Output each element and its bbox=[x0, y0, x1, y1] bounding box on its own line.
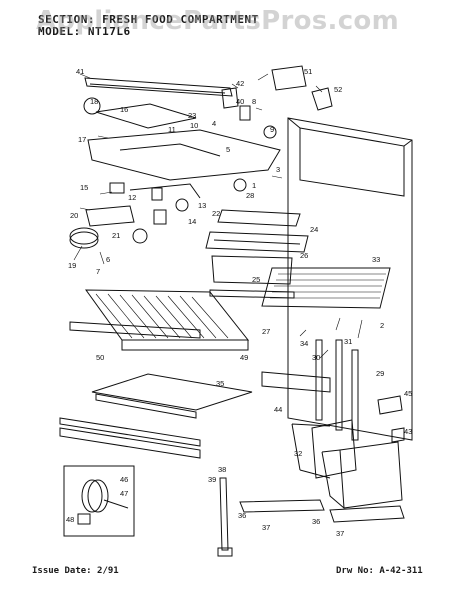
callout-43: 43 bbox=[404, 427, 412, 436]
part-glass-shelf bbox=[217, 209, 301, 227]
callout-1: 1 bbox=[252, 181, 256, 190]
callout-18: 18 bbox=[90, 97, 98, 106]
callout-29: 29 bbox=[376, 369, 384, 378]
callout-11: 11 bbox=[168, 125, 176, 134]
callout-9: 9 bbox=[270, 125, 274, 134]
callout-12: 12 bbox=[128, 193, 136, 202]
callout-26: 26 bbox=[300, 251, 308, 260]
callout-4: 4 bbox=[212, 119, 216, 128]
callout-52: 52 bbox=[334, 85, 342, 94]
callout-38: 38 bbox=[218, 465, 226, 474]
watermark-text: AppliancePartsPros.com bbox=[36, 6, 399, 36]
part-bracket-51 bbox=[271, 65, 307, 91]
callout-36b: 36 bbox=[312, 517, 320, 526]
callout-23: 23 bbox=[188, 111, 196, 120]
callout-35: 35 bbox=[216, 379, 224, 388]
part-hinge-52 bbox=[311, 87, 333, 111]
cabinet-liner bbox=[287, 117, 413, 441]
model-number: MODEL: NT17L6 bbox=[38, 25, 131, 38]
callout-15: 15 bbox=[80, 183, 88, 192]
callout-6: 6 bbox=[106, 255, 110, 264]
callout-22: 22 bbox=[212, 209, 220, 218]
part-crisper-36 bbox=[339, 441, 403, 509]
callout-7: 7 bbox=[96, 267, 100, 276]
callout-30: 30 bbox=[312, 353, 320, 362]
callout-42: 42 bbox=[236, 79, 244, 88]
callout-10: 10 bbox=[190, 121, 198, 130]
callout-32: 32 bbox=[294, 449, 302, 458]
callout-37b: 37 bbox=[336, 529, 344, 538]
callout-31: 31 bbox=[344, 337, 352, 346]
part-crisper-32 bbox=[311, 419, 357, 479]
callout-20: 20 bbox=[70, 211, 78, 220]
callout-46: 46 bbox=[120, 475, 128, 484]
callout-25: 25 bbox=[252, 275, 260, 284]
callout-21: 21 bbox=[112, 231, 120, 240]
callout-34: 34 bbox=[300, 339, 308, 348]
callout-27: 27 bbox=[262, 327, 270, 336]
part-rail-cap bbox=[221, 87, 239, 109]
part-door-rail-44 bbox=[261, 371, 331, 393]
callout-17: 17 bbox=[78, 135, 86, 144]
part-top-rail bbox=[84, 77, 233, 97]
callout-49: 49 bbox=[240, 353, 248, 362]
part-glass-shelf-35 bbox=[91, 373, 253, 411]
callout-5: 5 bbox=[226, 145, 230, 154]
callout-14: 14 bbox=[188, 217, 196, 226]
part-crisper-25 bbox=[211, 255, 293, 285]
callout-47: 47 bbox=[120, 489, 128, 498]
callout-51: 51 bbox=[304, 67, 312, 76]
callout-36: 36 bbox=[238, 511, 246, 520]
callout-19: 19 bbox=[68, 261, 76, 270]
callout-37: 37 bbox=[262, 523, 270, 532]
part-shelf-frame-24 bbox=[205, 231, 309, 253]
callout-33: 33 bbox=[372, 255, 380, 264]
callout-48: 48 bbox=[66, 515, 74, 524]
inset-detail-box bbox=[63, 465, 135, 537]
callout-24: 24 bbox=[310, 225, 318, 234]
callout-8: 8 bbox=[252, 97, 256, 106]
callout-50: 50 bbox=[96, 353, 104, 362]
part-wire-shelf-33 bbox=[261, 267, 391, 309]
callout-39: 39 bbox=[208, 475, 216, 484]
part-control-housing bbox=[87, 129, 281, 181]
callout-3: 3 bbox=[276, 165, 280, 174]
section-title: SECTION: FRESH FOOD COMPARTMENT bbox=[38, 13, 259, 26]
callout-44: 44 bbox=[274, 405, 282, 414]
callout-28: 28 bbox=[246, 191, 254, 200]
part-cover bbox=[95, 103, 197, 129]
callout-40: 40 bbox=[236, 97, 244, 106]
callout-41: 41 bbox=[76, 67, 84, 76]
drawing-number: Drw No: A-42-311 bbox=[336, 566, 423, 576]
callout-45: 45 bbox=[404, 389, 412, 398]
callout-2: 2 bbox=[380, 321, 384, 330]
part-bracket-20 bbox=[85, 205, 135, 227]
issue-date: Issue Date: 2/91 bbox=[32, 566, 119, 576]
callout-13: 13 bbox=[198, 201, 206, 210]
callout-16: 16 bbox=[120, 105, 128, 114]
part-bracket-8 bbox=[239, 105, 251, 121]
callout-labels: 41 42 40 8 51 52 18 16 23 10 11 4 17 9 5… bbox=[66, 67, 412, 538]
